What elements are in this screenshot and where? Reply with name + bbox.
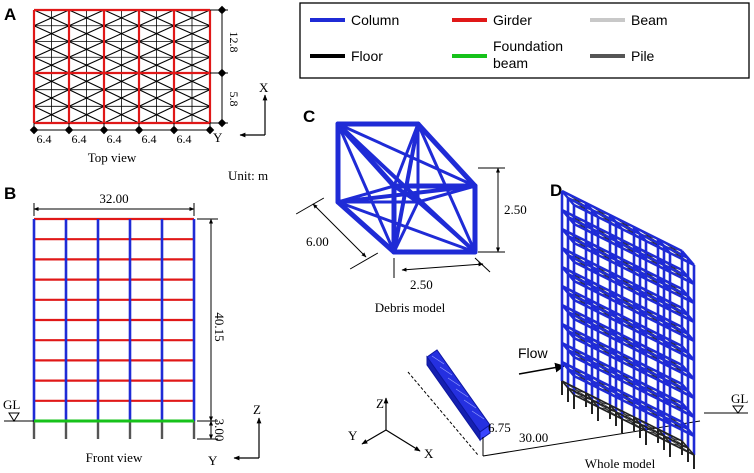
dim-y-span-1: 6.4 — [37, 132, 52, 146]
flow-label: Flow — [518, 345, 548, 361]
front-view-axis-z-label: Z — [253, 402, 261, 417]
top-view-axes: X Y — [213, 80, 269, 145]
front-view-axis-y-label: Y — [208, 453, 218, 468]
whole-debris-block — [426, 349, 491, 442]
panel-label-c: C — [303, 107, 315, 126]
debris-length-dim: 6.00 — [306, 234, 329, 249]
top-view-caption: Top view — [88, 150, 137, 165]
whole-gl-marker-icon — [732, 405, 744, 414]
top-view-plan — [32, 8, 212, 125]
whole-model-building — [560, 189, 696, 469]
whole-model-axes: Z X Y — [348, 396, 434, 461]
dim-x-top: 12.8 — [227, 32, 241, 53]
unit-label: Unit: m — [228, 168, 268, 183]
front-pile-depth-dim: 3.00 — [212, 419, 227, 442]
panel-label-d: D — [550, 181, 562, 200]
front-view-frame — [32, 217, 196, 439]
legend-label-column: Column — [351, 12, 399, 28]
dim-y-span-3: 6.4 — [107, 132, 122, 146]
legend-label-floor: Floor — [351, 48, 383, 64]
debris-dimensions: 2.50 6.00 2.50 — [295, 167, 527, 292]
panel-label-a: A — [4, 5, 16, 24]
dim-y-span-5: 6.4 — [177, 132, 192, 146]
legend-label-beam: Beam — [631, 12, 668, 28]
front-height-dim: 40.15 — [212, 312, 227, 341]
front-ground-level: GL — [3, 397, 34, 422]
front-width-dim: 32.00 — [99, 191, 128, 206]
top-view-girder-grid — [32, 8, 212, 125]
whole-model-caption: Whole model — [585, 456, 656, 471]
front-gl-marker-icon — [8, 412, 20, 422]
front-view-axes: Z Y — [208, 402, 262, 468]
whole-gl-label: GL — [731, 391, 748, 406]
whole-distance-dim: 30.00 — [519, 430, 548, 445]
whole-offset-dim: 6.75 — [488, 420, 511, 435]
whole-axis-x-label: X — [424, 446, 434, 461]
panel-label-b: B — [4, 184, 16, 203]
top-view-dimensions: 6.4 6.4 6.4 6.4 6.4 12.8 5.8 — [29, 5, 241, 146]
legend-label-foundation-line2: beam — [493, 55, 528, 71]
flow-arrow — [518, 362, 565, 375]
legend-label-girder: Girder — [493, 12, 532, 28]
legend-box — [299, 2, 750, 79]
top-view-axis-y-label: Y — [213, 130, 223, 145]
whole-axis-y-label: Y — [348, 428, 358, 443]
top-view-axis-x-label: X — [259, 80, 269, 95]
debris-width-dim: 2.50 — [410, 277, 433, 292]
legend-label-foundation-line1: Foundation — [493, 38, 563, 54]
debris-caption: Debris model — [375, 300, 446, 315]
dim-y-span-4: 6.4 — [142, 132, 157, 146]
dim-y-span-2: 6.4 — [72, 132, 87, 146]
whole-debris-guide-line — [407, 371, 479, 456]
front-view-caption: Front view — [86, 450, 143, 465]
dim-x-bottom: 5.8 — [227, 92, 241, 107]
debris-cube — [335, 121, 478, 255]
front-gl-label: GL — [3, 397, 20, 412]
front-view-dimensions: 32.00 40.15 3.00 — [33, 191, 227, 442]
legend: Column Girder Beam Floor Foundation beam… — [299, 2, 750, 79]
whole-axis-z-label: Z — [376, 396, 384, 411]
debris-height-dim: 2.50 — [504, 202, 527, 217]
legend-label-pile: Pile — [631, 48, 655, 64]
top-view-floor-bracing — [33, 9, 211, 124]
